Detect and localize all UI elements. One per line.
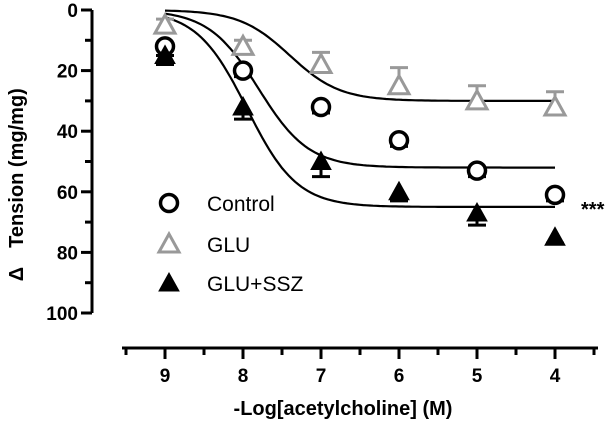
point-control-4: [466, 160, 488, 181]
y-axis-delta-symbol: Δ: [6, 267, 28, 281]
point-control-5: [544, 184, 566, 206]
point-glu-ssz-4: [466, 201, 488, 222]
legend-label-glu: GLU: [207, 234, 250, 257]
legend-label-glu-ssz: GLU+SSZ: [207, 273, 303, 296]
point-glu-2: [308, 51, 334, 75]
point-glu-ssz-1: [232, 95, 254, 116]
fit-curves: [164, 9, 555, 208]
point-glu-0: [152, 12, 178, 35]
legend-marker-control: [158, 192, 180, 214]
point-glu-4: [464, 87, 490, 111]
x-tick-label-9: 9: [160, 366, 171, 387]
y-axis-title: Tension (mg/mg): [6, 88, 28, 248]
data-markers: [152, 12, 568, 246]
legend-label-control: Control: [207, 193, 275, 216]
y-tick-label-80: 80: [57, 243, 78, 264]
fit-curve-glu: [164, 9, 555, 102]
point-control-3: [388, 130, 410, 151]
legend-marker-glu-ssz: [158, 271, 180, 292]
legend-marker-glu: [156, 230, 182, 254]
x-tick-label-5: 5: [472, 366, 483, 387]
point-glu-1: [230, 33, 256, 56]
significance-annotation: ***: [581, 199, 605, 221]
y-tick-label-100: 100: [46, 304, 78, 325]
point-glu-5: [542, 93, 568, 117]
y-tick-label-0: 0: [67, 1, 78, 22]
fit-curve-control: [164, 12, 555, 169]
point-glu-3: [386, 72, 412, 96]
x-tick-label-4: 4: [550, 366, 561, 387]
point-glu-ssz-2: [310, 150, 332, 170]
point-control-2: [310, 96, 332, 118]
y-tick-label-60: 60: [57, 183, 78, 204]
point-glu-ssz-5: [544, 226, 566, 246]
axes: 0 20 40 60 80 100 9 8 7 6 5 4: [46, 1, 598, 387]
point-control-1: [232, 60, 254, 81]
x-tick-label-8: 8: [238, 366, 249, 387]
point-glu-ssz-3: [388, 180, 410, 201]
point-glu-ssz-0: [154, 44, 176, 64]
y-tick-label-20: 20: [57, 62, 78, 83]
fit-curve-glu-ssz: [164, 16, 555, 208]
x-tick-label-7: 7: [316, 366, 327, 387]
y-tick-label-40: 40: [57, 122, 78, 143]
x-axis-title: -Log[acetylcholine] (M): [234, 398, 453, 420]
x-tick-label-6: 6: [394, 366, 405, 387]
